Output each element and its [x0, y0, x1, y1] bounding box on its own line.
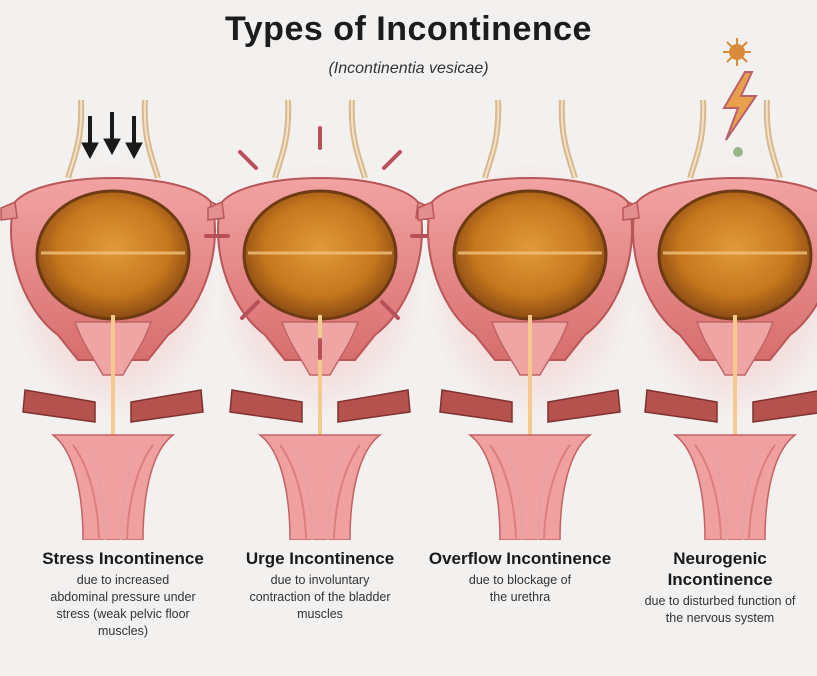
- type-name: Neurogenic Incontinence: [655, 548, 785, 590]
- bladder-illustrations: [0, 0, 817, 540]
- nerve-lightning-icon: [723, 38, 756, 157]
- type-description: due to involuntary contraction of the bl…: [245, 572, 395, 623]
- type-name: Urge Incontinence: [215, 548, 425, 569]
- urge-incontinence-bladder: [208, 100, 432, 540]
- type-description: due to disturbed function of the nervous…: [640, 593, 800, 627]
- type-urge: Urge Incontinence due to involuntary con…: [215, 548, 425, 623]
- type-description: due to blockage of the urethra: [460, 572, 580, 606]
- overflow-incontinence-bladder: [418, 100, 642, 540]
- type-overflow: Overflow Incontinence due to blockage of…: [415, 548, 625, 606]
- pressure-arrows-icon: [82, 112, 142, 158]
- neurogenic-incontinence-bladder: [623, 100, 817, 540]
- type-neurogenic: Neurogenic Incontinence due to disturbed…: [630, 548, 810, 627]
- stress-incontinence-bladder: [1, 100, 225, 540]
- type-name: Overflow Incontinence: [415, 548, 625, 569]
- type-description: due to increased abdominal pressure unde…: [48, 572, 198, 640]
- type-name: Stress Incontinence: [18, 548, 228, 569]
- type-stress: Stress Incontinence due to increased abd…: [18, 548, 228, 640]
